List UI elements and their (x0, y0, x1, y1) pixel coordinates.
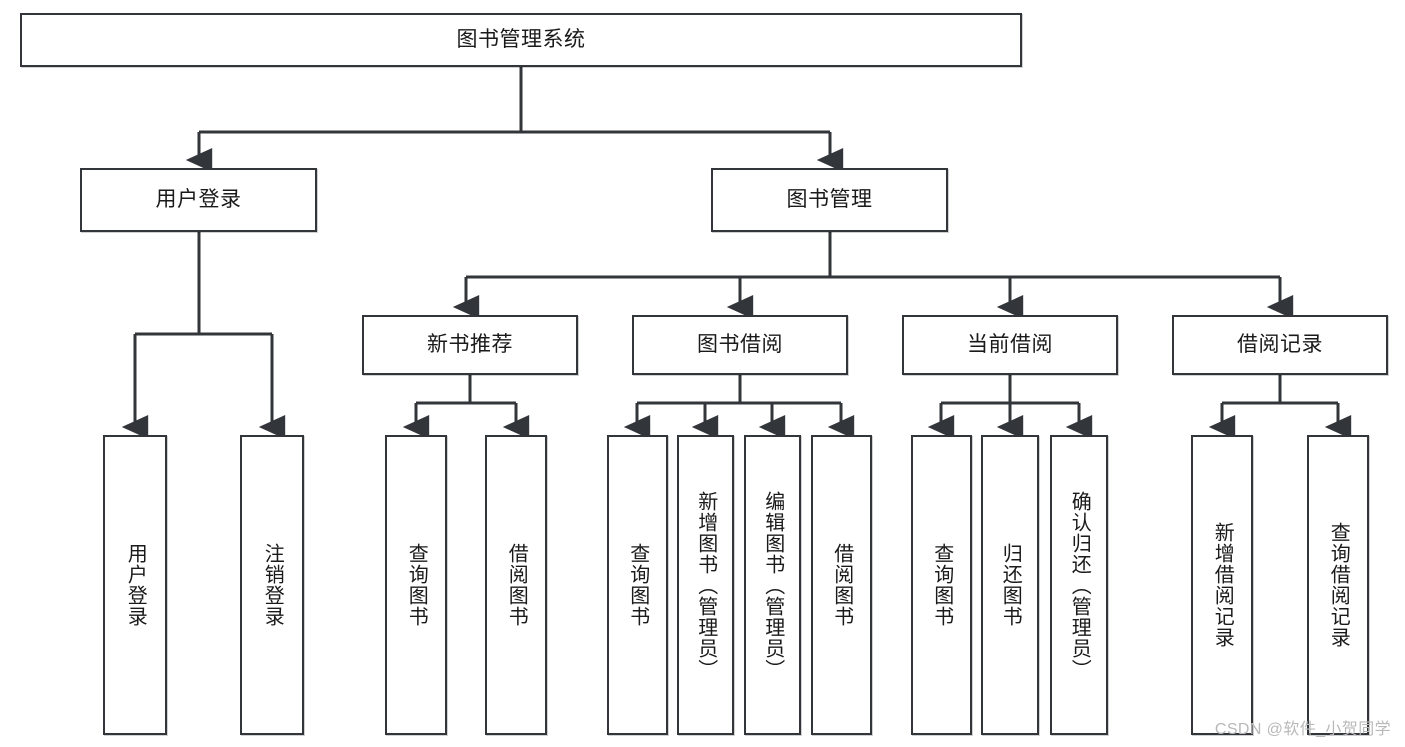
node-leaf-return-book[interactable]: 归还图书 (981, 435, 1039, 735)
node-book-borrow[interactable]: 图书借阅 (632, 315, 848, 375)
node-label: 图书借阅 (697, 332, 783, 356)
node-leaf-logout[interactable]: 注销登录 (240, 435, 304, 735)
node-leaf-borrow-book-1[interactable]: 借阅图书 (485, 435, 547, 735)
node-leaf-borrow-book-2[interactable]: 借阅图书 (811, 435, 872, 735)
csdn-watermark: CSDN @软件_小贺同学 (1214, 721, 1391, 738)
node-leaf-query-book-1[interactable]: 查询图书 (385, 435, 447, 735)
node-leaf-user-login[interactable]: 用户登录 (103, 435, 167, 735)
node-book-management[interactable]: 图书管理 (711, 168, 948, 232)
node-label: 借阅记录 (1237, 332, 1323, 356)
node-root-system[interactable]: 图书管理系统 (20, 13, 1022, 67)
node-leaf-query-record[interactable]: 查询借阅记录 (1307, 435, 1369, 735)
node-label: 确认归还（管理员） (1068, 490, 1091, 680)
node-leaf-query-book-2[interactable]: 查询图书 (607, 435, 668, 735)
node-leaf-add-book[interactable]: 新增图书（管理员） (677, 435, 734, 735)
node-label: 用户登录 (155, 187, 242, 211)
node-label: 查询图书 (626, 543, 649, 627)
node-label: 借阅图书 (830, 543, 853, 627)
node-label: 当前借阅 (967, 332, 1053, 356)
node-current-borrow[interactable]: 当前借阅 (902, 315, 1118, 375)
node-label: 图书管理 (786, 187, 873, 211)
node-label: 借阅图书 (505, 543, 528, 627)
node-label: 图书管理系统 (456, 27, 586, 51)
node-label: 新增图书（管理员） (694, 490, 717, 680)
node-label: 新增借阅记录 (1211, 522, 1234, 648)
node-leaf-edit-book[interactable]: 编辑图书（管理员） (744, 435, 801, 735)
node-label: 归还图书 (999, 543, 1022, 627)
node-label: 编辑图书（管理员） (761, 490, 784, 680)
node-leaf-query-book-3[interactable]: 查询图书 (911, 435, 972, 735)
node-label: 新书推荐 (427, 332, 513, 356)
node-label: 查询图书 (930, 543, 953, 627)
node-leaf-confirm-return[interactable]: 确认归还（管理员） (1050, 435, 1108, 735)
node-label: 查询图书 (405, 543, 428, 627)
node-user-login[interactable]: 用户登录 (80, 168, 317, 232)
node-borrow-record[interactable]: 借阅记录 (1172, 315, 1388, 375)
node-label: 注销登录 (261, 543, 284, 627)
node-label: 用户登录 (124, 543, 147, 627)
node-label: 查询借阅记录 (1327, 522, 1350, 648)
node-leaf-add-record[interactable]: 新增借阅记录 (1191, 435, 1253, 735)
node-new-book-recommend[interactable]: 新书推荐 (362, 315, 578, 375)
